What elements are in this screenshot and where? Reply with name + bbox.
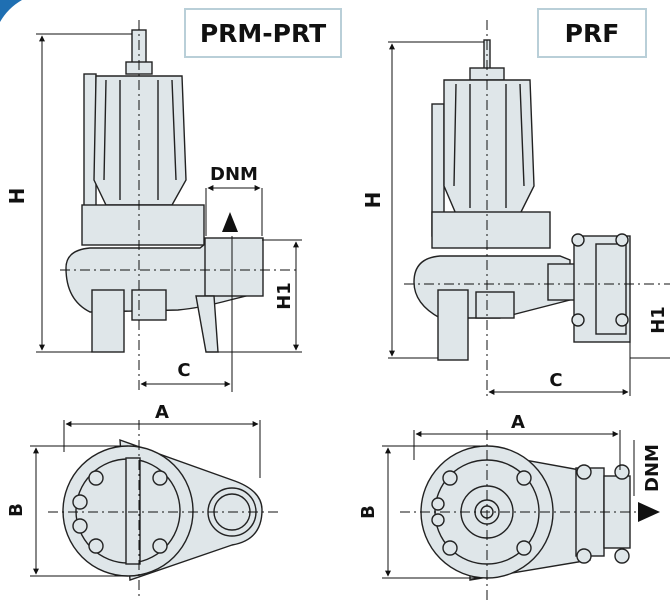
dim-label-c-right: C	[549, 370, 562, 391]
prm-prt-top-dimension-lines	[30, 420, 280, 600]
prf-top-dimension-lines	[382, 430, 650, 600]
prm-prt-dimension-lines	[36, 20, 302, 392]
prm-prt-top-view	[62, 438, 263, 581]
dim-label-a-left: A	[155, 402, 169, 423]
dim-label-dnm-right: DNM	[642, 444, 663, 492]
dim-label-h1-right: H1	[648, 306, 669, 334]
flow-arrow-right	[638, 502, 660, 522]
dim-label-a-right: A	[511, 412, 525, 433]
dim-label-h-right: H	[361, 192, 385, 209]
dim-label-dnm-left: DNM	[210, 164, 258, 185]
dim-label-b-left: B	[6, 503, 27, 517]
corner-accent	[0, 0, 22, 22]
dim-label-h1-left: H1	[274, 282, 295, 310]
dim-label-c-left: C	[177, 360, 190, 381]
prm-prt-side-view	[65, 29, 264, 353]
prf-top-view	[420, 445, 631, 581]
dim-label-h-left: H	[5, 188, 29, 205]
prf-side-dimension-lines	[388, 20, 670, 400]
dim-label-b-right: B	[358, 505, 379, 519]
title-prf: PRF	[537, 8, 647, 58]
title-prm-prt: PRM-PRT	[184, 8, 342, 58]
prf-side-view	[413, 39, 631, 361]
flow-arrow-left	[222, 212, 238, 232]
